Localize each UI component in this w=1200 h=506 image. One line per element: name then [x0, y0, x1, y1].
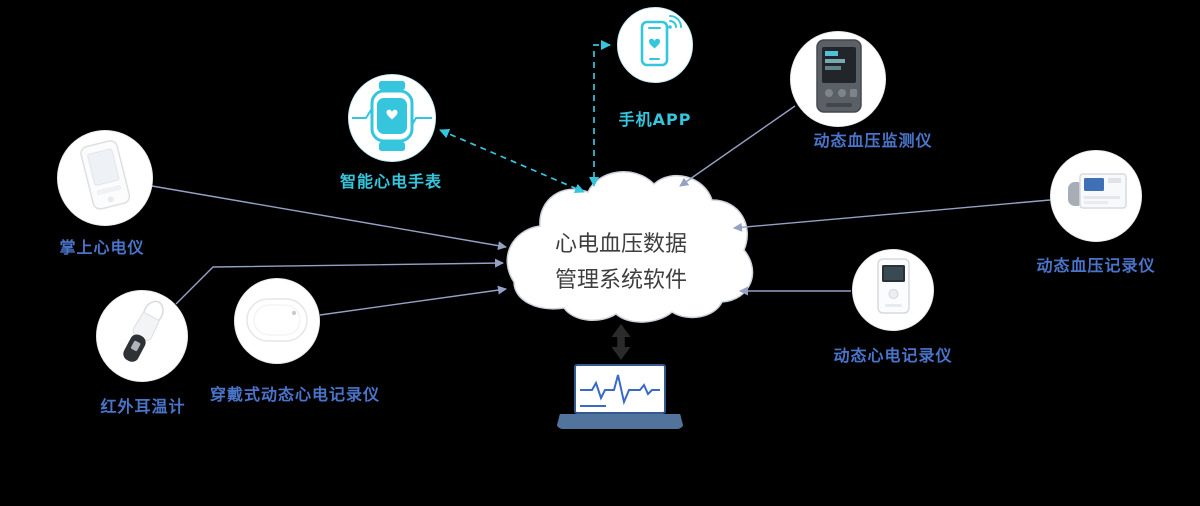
watch-label: 智能心电手表	[339, 172, 443, 191]
abpm-label: 动态血压监测仪	[813, 131, 933, 150]
bp-recorder-node	[1050, 150, 1142, 242]
cloud-title-line2: 管理系统软件	[554, 268, 687, 293]
patch-recorder-icon	[234, 276, 320, 366]
laptop-screen	[574, 364, 666, 414]
link-handheld-cloud	[151, 185, 507, 251]
smartwatch-heart-icon	[348, 72, 436, 164]
watch-node	[348, 74, 436, 162]
laptop-base	[556, 414, 684, 429]
ecg-waveform-icon	[576, 374, 664, 416]
link-thermometer-cloud	[175, 258, 504, 305]
link-bp-recorder-cloud	[733, 199, 1051, 232]
holter-node	[852, 249, 934, 331]
bp-recorder-icon	[1050, 148, 1142, 244]
cloud-title-line1: 心电血压数据	[554, 232, 687, 257]
handheld-ecg-device-icon	[57, 128, 153, 228]
thermometer-node	[96, 290, 188, 382]
phone-label: 手机APP	[618, 110, 692, 129]
patch-recorder-label: 穿戴式动态心电记录仪	[209, 385, 381, 404]
phone-node	[617, 7, 693, 83]
link-patch-cloud	[319, 285, 507, 316]
holter-label: 动态心电记录仪	[833, 346, 953, 365]
link-phone-cloud	[589, 40, 611, 187]
cloud-title: 心电血压数据 管理系统软件	[540, 227, 702, 299]
abpm-node	[790, 31, 886, 127]
link-abpm-cloud	[679, 105, 796, 187]
bp-recorder-label: 动态血压记录仪	[1036, 256, 1156, 275]
handheld-ecg-label: 掌上心电仪	[59, 238, 145, 257]
handheld-ecg-node	[57, 130, 153, 226]
bp-monitor-icon	[790, 29, 886, 129]
cloud-pc-double-arrow	[611, 324, 631, 360]
patch-recorder-node	[234, 278, 320, 364]
link-watch-cloud	[439, 128, 585, 194]
holter-recorder-icon	[852, 247, 934, 333]
thermometer-label: 红外耳温计	[100, 397, 186, 416]
ear-thermometer-icon	[96, 288, 188, 384]
smartphone-heart-icon	[617, 5, 693, 85]
